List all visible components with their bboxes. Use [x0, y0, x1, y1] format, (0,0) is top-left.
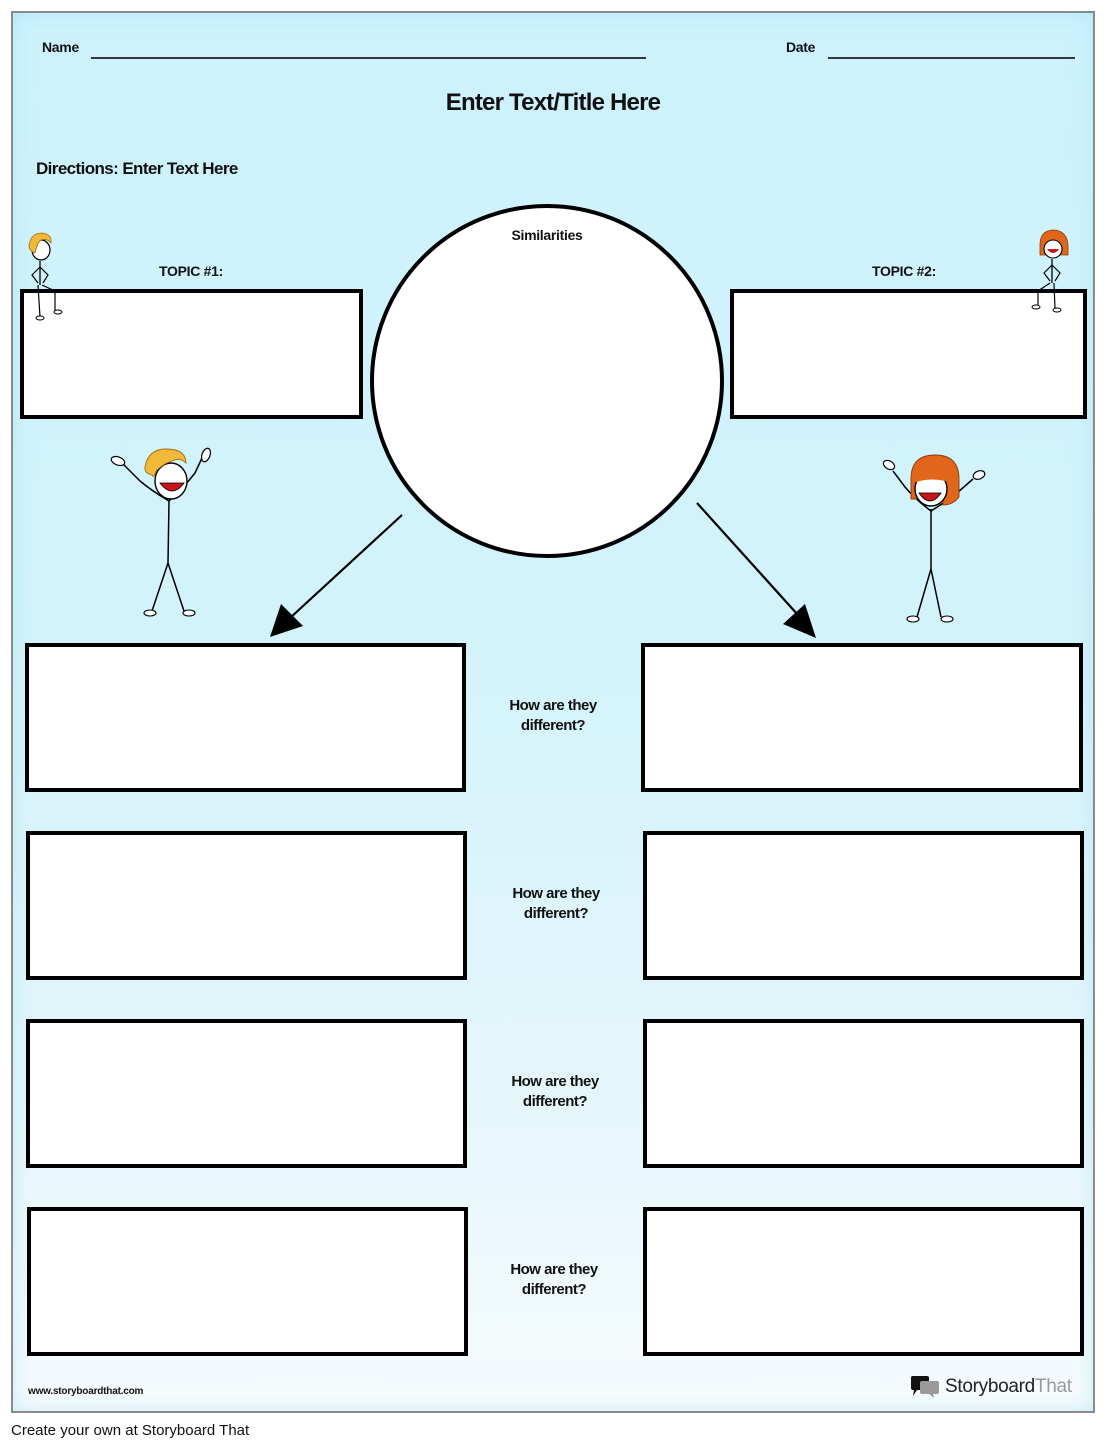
difference-1-prompt: How are they different? [493, 696, 613, 736]
speech-bubbles-icon [911, 1376, 939, 1398]
difference-3-prompt: How are they different? [495, 1072, 615, 1112]
difference-4-prompt-line2: different? [521, 1281, 587, 1298]
difference-4-prompt: How are they different? [494, 1260, 614, 1300]
topic-2-label: TOPIC #2: [872, 263, 936, 279]
name-label: Name [42, 39, 79, 55]
sitting-girl-character-icon [1031, 229, 1069, 313]
sitting-boy-character-icon [28, 232, 63, 321]
directions-text[interactable]: Directions: Enter Text Here [36, 159, 238, 178]
arrow-left-icon [270, 514, 403, 637]
difference-2-prompt: How are they different? [496, 884, 616, 924]
difference-2-prompt-line1: How are they [512, 885, 600, 902]
difference-1-prompt-line1: How are they [509, 697, 597, 714]
difference-2-prompt-line2: different? [523, 905, 589, 922]
difference-1-topic-1-box[interactable] [25, 643, 466, 792]
name-field-line[interactable] [91, 57, 646, 59]
create-your-own-link[interactable]: Create your own at Storyboard That [11, 1422, 250, 1439]
difference-4-prompt-line1: How are they [510, 1261, 598, 1278]
difference-4-topic-2-box[interactable] [643, 1207, 1084, 1356]
difference-1-topic-2-box[interactable] [641, 643, 1083, 792]
difference-3-topic-1-box[interactable] [26, 1019, 467, 1168]
cheering-girl-character-icon [882, 454, 986, 623]
brand-secondary: That [1034, 1376, 1072, 1397]
page-title[interactable]: Enter Text/Title Here [445, 89, 661, 116]
brand-name: StoryboardThat [945, 1376, 1072, 1398]
arrow-right-icon [696, 502, 816, 638]
date-field-line[interactable] [828, 57, 1075, 59]
difference-2-topic-2-box[interactable] [643, 831, 1084, 980]
brand-primary: Storyboard [945, 1376, 1035, 1397]
topic-1-label: TOPIC #1: [159, 263, 223, 279]
similarities-label: Similarities [511, 227, 583, 243]
difference-1-prompt-line2: different? [520, 717, 586, 734]
arrows-layer [270, 502, 816, 638]
difference-3-topic-2-box[interactable] [643, 1019, 1084, 1168]
cheering-boy-character-icon [110, 447, 212, 617]
date-label: Date [786, 39, 816, 55]
topic-1-box[interactable] [20, 289, 363, 419]
difference-3-prompt-line2: different? [522, 1093, 588, 1110]
storyboardthat-logo[interactable]: StoryboardThat [909, 1375, 1072, 1399]
similarities-circle[interactable] [370, 204, 724, 558]
worksheet-page: Name Date Enter Text/Title Here Directio… [11, 11, 1095, 1413]
footer-url[interactable]: www.storyboardthat.com [28, 1386, 144, 1397]
difference-4-topic-1-box[interactable] [27, 1207, 468, 1356]
difference-2-topic-1-box[interactable] [26, 831, 467, 980]
difference-3-prompt-line1: How are they [511, 1073, 599, 1090]
topic-2-box[interactable] [730, 289, 1087, 419]
